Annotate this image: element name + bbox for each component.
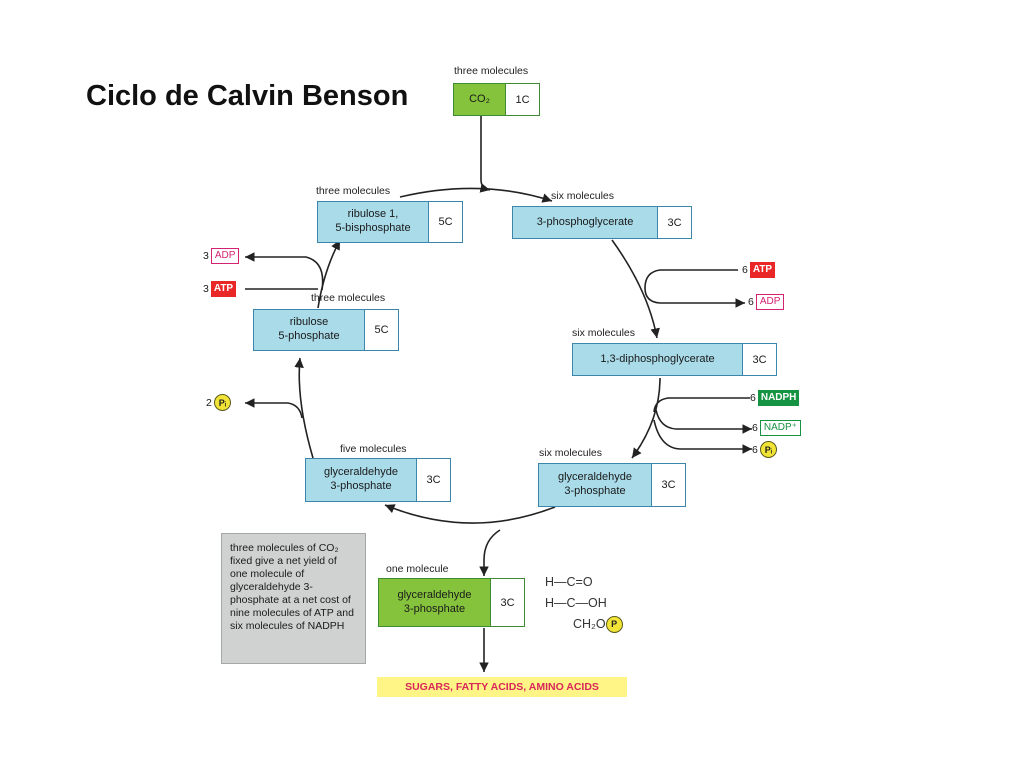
co2-input-arrow [479, 116, 491, 193]
pga-box: 3-phosphoglycerate 3C [512, 206, 692, 239]
right-nadph-count: 6 [750, 392, 756, 404]
left-adp-chip: ADP [210, 248, 240, 264]
ru5p-count-label: three molecules [311, 292, 386, 304]
g3p-right-count-label: six molecules [539, 447, 603, 459]
arc-g3p-to-g3p-left [384, 504, 556, 524]
ru5p-carbons: 5C [364, 310, 398, 350]
right-atp-chip: ATP [749, 262, 776, 278]
right-adp-tag: 6 ADP [748, 294, 785, 310]
rubp-carbons: 5C [428, 202, 462, 242]
left-atp-tag: 3 ATP [203, 281, 237, 297]
right-adp-chip: ADP [755, 294, 785, 310]
right-pi-count: 6 [752, 443, 758, 456]
co2-count-label: three molecules [454, 65, 529, 77]
right-nadp-chip: NADP⁺ [759, 420, 801, 436]
g3p-left-name: glyceraldehyde 3-phosphate [306, 459, 416, 501]
g3p-right-carbons: 3C [651, 464, 685, 506]
right-atp-tag: 6 ATP [742, 262, 776, 278]
pga-carbons: 3C [657, 207, 691, 238]
products-banner: SUGARS, FATTY ACIDS, AMINO ACIDS [377, 677, 627, 697]
left-adp-tag: 3 ADP [203, 248, 240, 264]
left-atp-count: 3 [203, 283, 209, 295]
left-pi-tag: 2 Pᵢ [206, 394, 231, 411]
arc-g3p-left-to-ru5p [294, 357, 314, 459]
co2-carbons: 1C [505, 84, 539, 115]
output-arrow [479, 529, 501, 576]
ru5p-name: ribulose 5-phosphate [254, 310, 364, 350]
g3p-out-count-label: one molecule [386, 563, 449, 575]
right-nadph-tag: 6 NADPH [750, 390, 800, 406]
ru5p-box: ribulose 5-phosphate 5C [253, 309, 399, 351]
right-pi-circle: Pᵢ [759, 441, 777, 458]
right-nadp-tag: 6 NADP⁺ [752, 420, 801, 436]
rubp-box: ribulose 1, 5-bisphosphate 5C [317, 201, 463, 243]
arc-pga-to-bpg [611, 239, 660, 339]
co2-box: CO₂ 1C [453, 83, 540, 116]
g3p-left-carbons: 3C [416, 459, 450, 501]
structure-ch2o: CH₂O [573, 617, 606, 631]
g3p-right-name: glyceraldehyde 3-phosphate [539, 464, 651, 506]
right-pi-tag: 6 Pᵢ [752, 441, 777, 458]
structure-phosphate-icon: P [605, 616, 623, 634]
left-adp-count: 3 [203, 250, 209, 262]
co2-name: CO₂ [454, 84, 505, 115]
g3p-right-box: glyceraldehyde 3-phosphate 3C [538, 463, 686, 507]
right-nadp-count: 6 [752, 422, 758, 434]
net-yield-note: three molecules of CO₂ fixed give a net … [221, 533, 366, 664]
bpg-box: 1,3-diphosphoglycerate 3C [572, 343, 777, 376]
bpg-carbons: 3C [742, 344, 776, 375]
right-atp-count: 6 [742, 264, 748, 276]
g3p-out-carbons: 3C [490, 579, 524, 626]
rubp-count-label: three molecules [316, 185, 391, 197]
bpg-name: 1,3-diphosphoglycerate [573, 344, 742, 375]
left-atp-chip: ATP [210, 281, 237, 297]
g3p-out-box: glyceraldehyde 3-phosphate 3C [378, 578, 525, 627]
page-title: Ciclo de Calvin Benson [86, 80, 409, 112]
right-adp-count: 6 [748, 296, 754, 308]
arc-rubp-to-pga [399, 187, 553, 203]
structure-line-2: H—C—OH [545, 596, 607, 610]
left-pi-circle: Pᵢ [213, 394, 231, 411]
arc-ru5p-to-rubp [317, 239, 341, 309]
pga-name: 3-phosphoglycerate [513, 207, 657, 238]
right-nadph-chip: NADPH [757, 390, 800, 406]
g3p-left-count-label: five molecules [340, 443, 407, 455]
arc-bpg-to-g3p [631, 377, 661, 459]
left-pi-count: 2 [206, 396, 212, 409]
bpg-count-label: six molecules [572, 327, 636, 339]
structure-line-1: H—C=O [545, 575, 593, 589]
g3p-left-box: glyceraldehyde 3-phosphate 3C [305, 458, 451, 502]
rubp-name: ribulose 1, 5-bisphosphate [318, 202, 428, 242]
pga-count-label: six molecules [551, 190, 615, 202]
g3p-out-name: glyceraldehyde 3-phosphate [379, 579, 490, 626]
